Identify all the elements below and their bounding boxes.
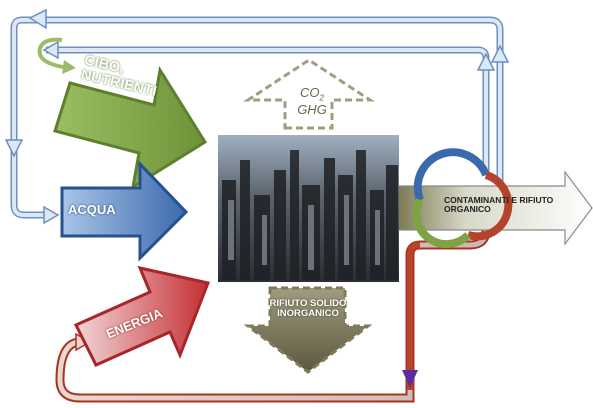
arrow-head-right-water	[43, 205, 60, 225]
food-recycle-loop	[37, 37, 71, 70]
arrow-head-down-left	[4, 139, 24, 158]
co2-ghg-label: CO2 GHG	[282, 86, 342, 117]
co2-subscript: 2	[319, 93, 324, 103]
contaminants-label: CONTAMINANTI E RIFIUTO ORGANICO	[444, 195, 554, 214]
co2-ghg-output-arrow	[242, 58, 376, 130]
recycle-circle-icon	[412, 148, 513, 249]
food-input-arrow	[53, 65, 208, 191]
energy-loop-arrowhead	[402, 370, 418, 388]
arrow-head-left-top	[28, 8, 47, 30]
city-photo	[218, 135, 399, 282]
solid-waste-output-arrow	[243, 286, 373, 374]
arrow-head-up-inner	[476, 52, 496, 71]
solid-waste-label: RIFIUTO SOLIDO INORGANICO	[269, 298, 347, 319]
ghg-text: GHG	[297, 101, 327, 117]
co2-text: CO	[300, 85, 320, 100]
food-recycle-arrowhead	[62, 60, 76, 74]
energy-recycle-loop	[55, 210, 491, 403]
arrow-head-up-right	[490, 44, 510, 63]
water-input-arrow	[60, 160, 189, 262]
energy-input-arrow	[73, 265, 211, 367]
arrow-head-left-inner	[42, 40, 59, 60]
water-label: ACQUA	[68, 202, 116, 217]
